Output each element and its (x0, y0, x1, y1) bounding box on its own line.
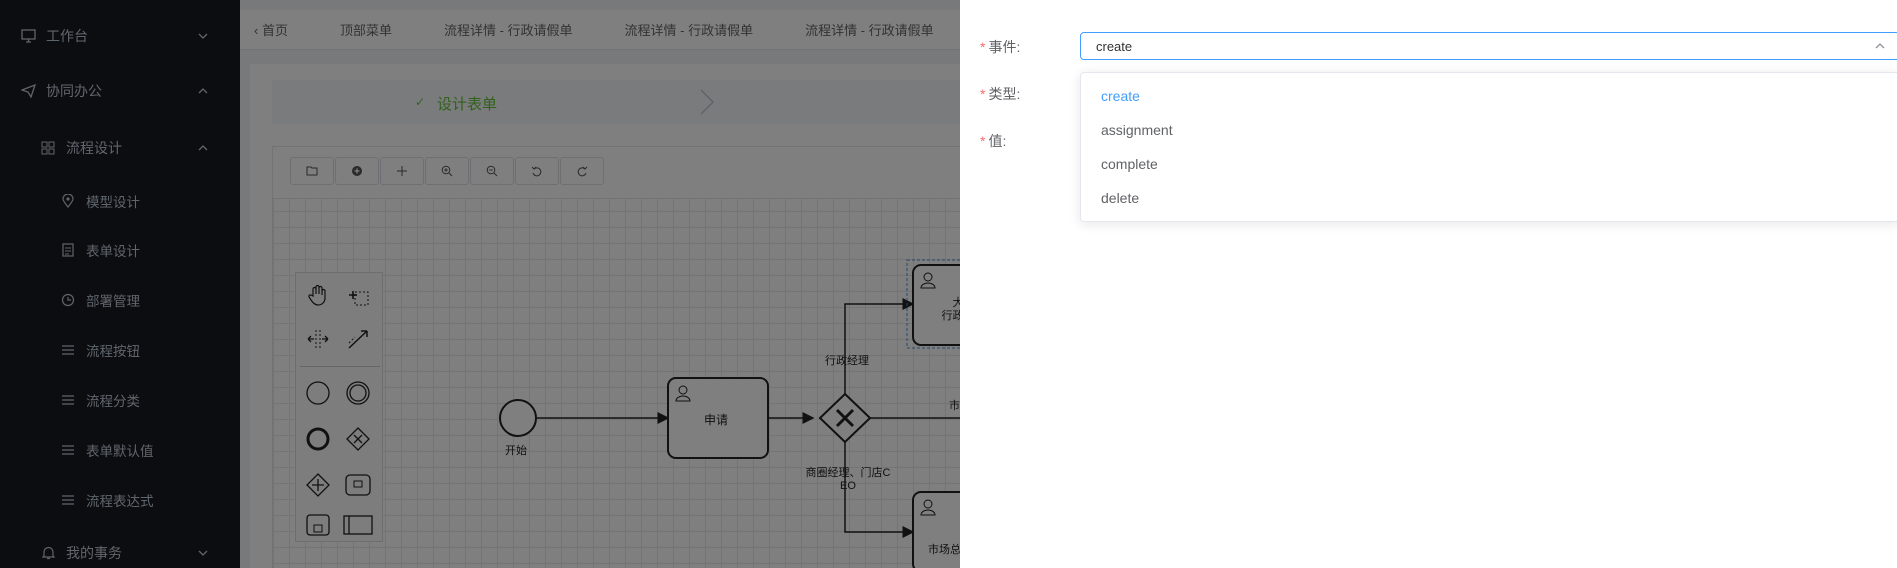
chevron-up-icon (1875, 43, 1885, 49)
listener-drawer: *事件: *类型: *值: create create assignment c… (960, 0, 1897, 568)
type-label: *类型: (980, 86, 1021, 102)
option-assignment[interactable]: assignment (1101, 122, 1173, 138)
option-complete[interactable]: complete (1101, 156, 1158, 172)
value-label-text: 值: (988, 133, 1007, 149)
modal-overlay[interactable] (0, 0, 960, 568)
value-label: *值: (980, 133, 1007, 149)
option-delete[interactable]: delete (1101, 190, 1140, 206)
event-dropdown: create assignment complete delete (1080, 72, 1897, 222)
event-select-value: create (1096, 39, 1133, 54)
type-label-text: 类型: (988, 86, 1021, 102)
event-select[interactable]: create (1080, 32, 1897, 60)
event-label: *事件: (980, 39, 1021, 55)
option-create[interactable]: create (1101, 88, 1140, 104)
event-label-text: 事件: (988, 39, 1021, 55)
